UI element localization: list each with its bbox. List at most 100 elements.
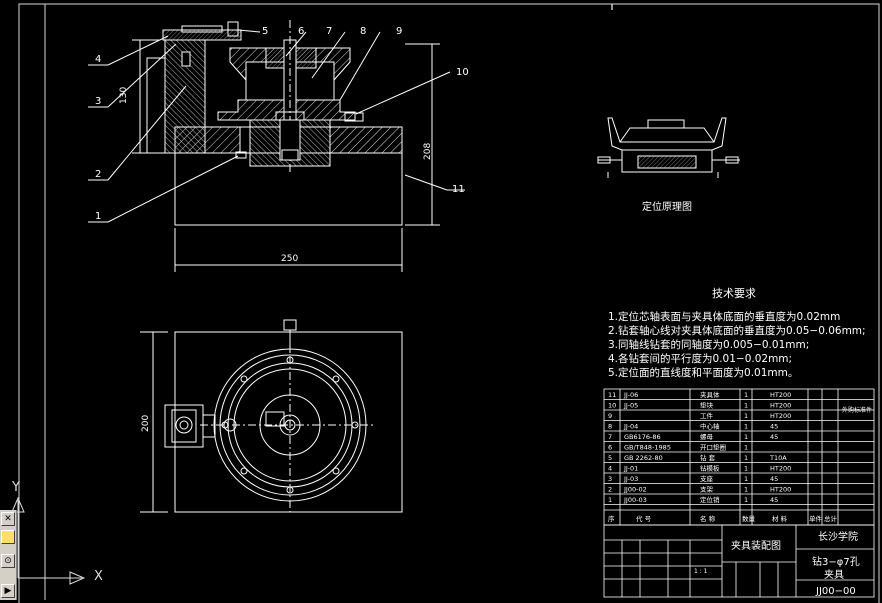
bom-header-qty: 数量 [742, 514, 756, 523]
bom-cell-name: 支座 [700, 474, 714, 483]
bom-cell-qty: 1 [744, 496, 748, 504]
balloon-5: 5 [262, 26, 268, 37]
drawing-number: JJ00−00 [815, 586, 856, 597]
bom-cell-name: 夹具体 [700, 390, 720, 399]
bom-cell-mat: HT200 [770, 412, 791, 420]
bom-cell-name: 螺母 [700, 432, 714, 441]
bom-side-note: 外购标准件 [842, 406, 872, 414]
bom-cell-no: 6 [608, 444, 612, 452]
bom-cell-no: 1 [608, 496, 612, 504]
bom-cell-code: JJ00-03 [623, 496, 647, 504]
part-title-1: 钻3−φ7孔 [812, 555, 860, 568]
bom-cell-mat: HT200 [770, 465, 791, 473]
ucs-x-label: X [94, 569, 103, 584]
bom-header-w2: 总计 [824, 514, 838, 523]
drawing-ratio: 1 : 1 [694, 568, 708, 575]
balloon-1: 1 [95, 211, 101, 222]
bom-cell-mat: 45 [770, 433, 778, 441]
drawing-frame [18, 3, 880, 603]
balloon-7: 7 [326, 26, 332, 37]
layer-icon[interactable] [1, 530, 15, 544]
arrow-icon[interactable]: ▶ [1, 584, 15, 598]
bom-cell-qty: 1 [744, 402, 748, 410]
bom-cell-no: 8 [608, 423, 612, 431]
bom-cell-qty: 1 [744, 486, 748, 494]
bom-cell-name: 支架 [700, 485, 714, 494]
bom-cell-mat: 45 [770, 496, 778, 504]
bom-cell-qty: 1 [744, 444, 748, 452]
bom-cell-no: 2 [608, 486, 612, 494]
bom-cell-mat: 45 [770, 423, 778, 431]
title-block-grid [603, 524, 875, 598]
title-block-text: 长沙学院 夹具装配图 钻3−φ7孔 夹具 JJ00−00 1 : 1 [694, 530, 860, 597]
bom-cell-code: JJ-04 [623, 423, 638, 431]
bom-cell-code: JJ-03 [623, 475, 638, 483]
bom-cell-qty: 1 [744, 454, 748, 462]
balloon-10: 10 [456, 67, 469, 78]
locating-principle-inset [597, 117, 740, 178]
top-plan-view [140, 319, 403, 513]
bom-cell-mat: 45 [770, 475, 778, 483]
close-icon[interactable]: ✕ [1, 512, 15, 526]
bom-cell-name: 定位销 [700, 495, 720, 504]
dim-200: 200 [141, 415, 151, 432]
inset-caption: 定位原理图 [642, 200, 692, 213]
bom-cell-mat: HT200 [770, 402, 791, 410]
bom-cell-code: GB/T848-1985 [624, 444, 671, 452]
tech-req-1: 1.定位芯轴表面与夹具体底面的垂直度为0.02mm [608, 310, 840, 323]
bom-cell-code: JJ-05 [623, 402, 638, 410]
bom-cell-qty: 1 [744, 475, 748, 483]
bom-cell-name: 开口垫圈 [700, 443, 726, 452]
bom-cell-name: 钻 套 [700, 453, 716, 462]
bom-cell-no: 5 [608, 454, 612, 462]
bom-cell-no: 7 [608, 433, 612, 441]
balloon-8: 8 [360, 26, 366, 37]
bom-header-name: 名 称 [700, 514, 716, 523]
bom-cell-mat: HT200 [770, 486, 791, 494]
bom-cell-qty: 1 [744, 391, 748, 399]
bom-header-no: 序 [608, 514, 615, 523]
tech-requirements: 技术要求 1.定位芯轴表面与夹具体底面的垂直度为0.02mm 2.钻套轴心线对夹… [608, 287, 866, 379]
bom-header-code: 代 号 [636, 514, 652, 523]
bom-cell-name: 工件 [700, 411, 714, 420]
bom-cell-mat: HT200 [770, 391, 791, 399]
bom-cell-no: 4 [608, 465, 612, 473]
bom-cell-name: 钻模板 [700, 464, 720, 473]
ucs-y-label: Y [12, 480, 20, 495]
bom-cell-code: GB 2262-80 [624, 454, 663, 462]
dimension-labels: 130 208 250 200 [119, 87, 433, 432]
side-toolbar: ✕ ⊙ ▶ [0, 510, 17, 600]
part-balloons: 1 2 3 4 5 6 7 8 9 10 11 [95, 26, 469, 222]
bom-cell-no: 9 [608, 412, 612, 420]
dim-208: 208 [423, 143, 433, 160]
bom-cell-mat: T10A [769, 454, 787, 462]
bom-cell-code: JJ-01 [623, 465, 638, 473]
bom-cell-code: JJ-06 [623, 391, 638, 399]
front-section-view [88, 20, 465, 272]
bom-cell-no: 3 [608, 475, 612, 483]
balloon-4: 4 [95, 54, 101, 65]
tech-req-2: 2.钻套轴心线对夹具体底面的垂直度为0.05−0.06mm; [608, 324, 866, 337]
dim-250: 250 [281, 254, 298, 264]
balloon-3: 3 [95, 96, 101, 107]
cursor-icon[interactable]: ⊙ [1, 554, 15, 568]
ucs-axis-icon [11, 496, 86, 585]
bom-header-mat: 材 料 [772, 514, 788, 523]
bom-cell-no: 10 [608, 402, 616, 410]
bom-cell-qty: 1 [744, 433, 748, 441]
balloon-11: 11 [452, 184, 465, 195]
balloon-6: 6 [298, 26, 304, 37]
tech-req-5: 5.定位面的直线度和平面度为0.01mm。 [608, 366, 798, 379]
bom-cell-qty: 1 [744, 412, 748, 420]
bom-cell-code: GB6176-86 [624, 433, 661, 441]
tech-req-4: 4.各钻套间的平行度为0.01−0.02mm; [608, 352, 792, 365]
bom-cell-qty: 1 [744, 423, 748, 431]
bom-header-w1: 单件 [809, 514, 823, 523]
tech-title: 技术要求 [712, 287, 756, 300]
balloon-9: 9 [396, 26, 402, 37]
bom-cell-name: 垫块 [700, 401, 714, 410]
bom-cell-qty: 1 [744, 465, 748, 473]
balloon-2: 2 [95, 169, 101, 180]
